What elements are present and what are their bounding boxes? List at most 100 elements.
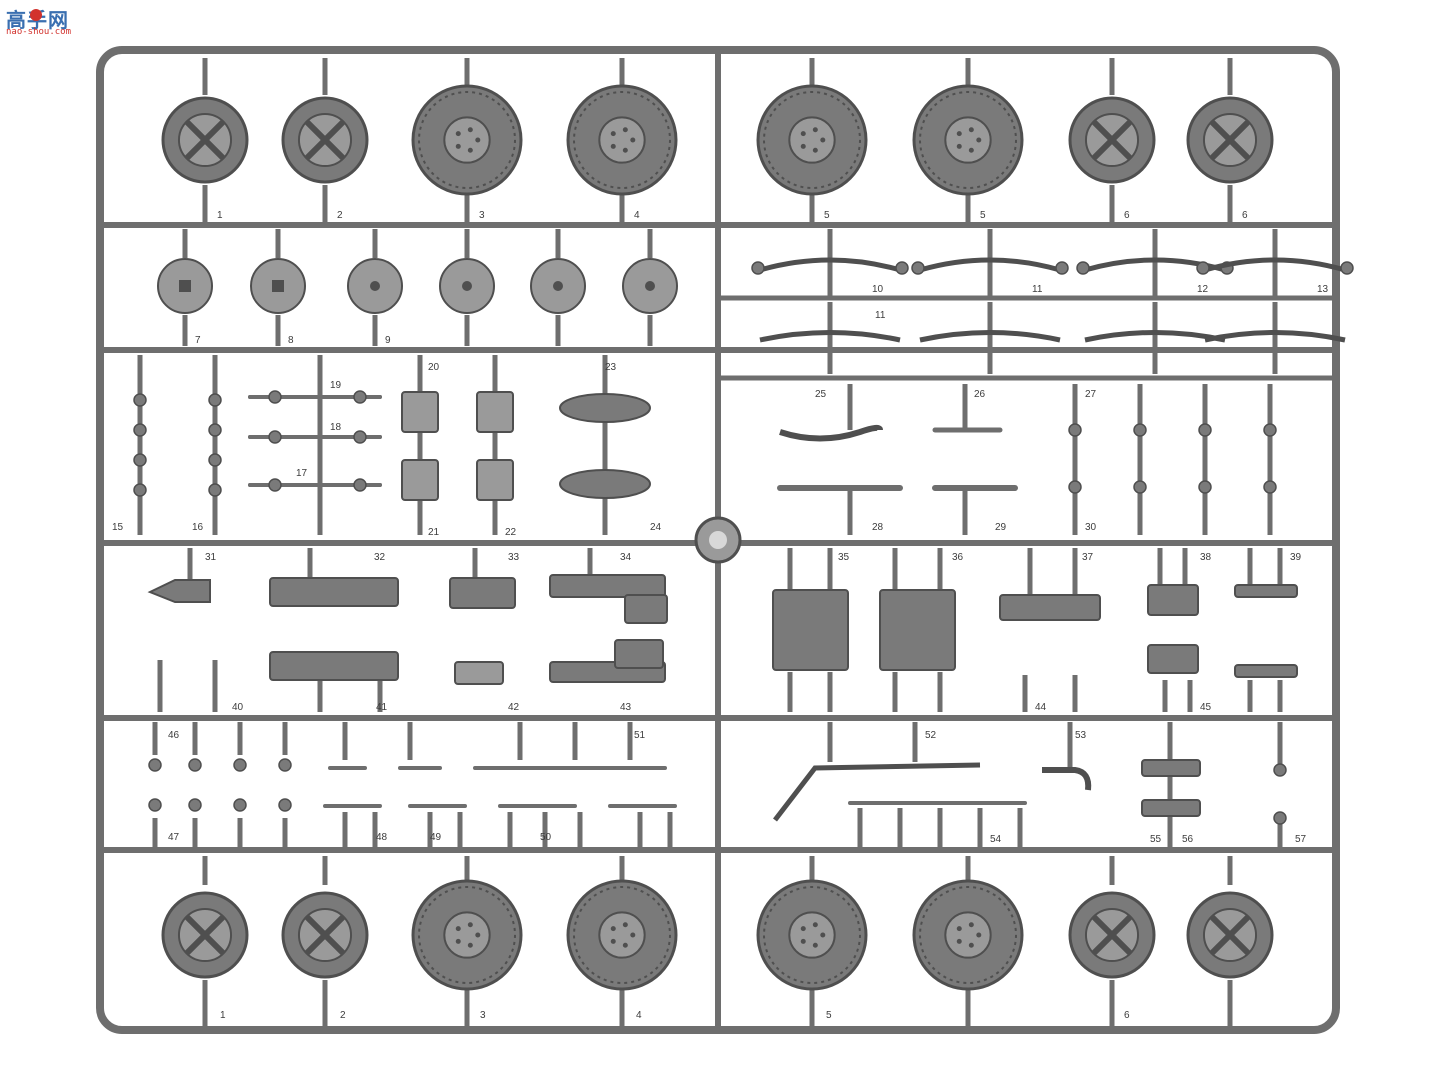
part-number-label: 6 [1242,210,1248,221]
part-number-label: 28 [872,522,884,533]
rim-spoke [1208,913,1252,957]
lug-nut [610,143,616,149]
small-part [188,798,202,812]
small-part [1273,811,1287,825]
lug-nut [956,926,962,932]
part-number-label: 50 [540,832,552,843]
tire-hub [944,116,992,164]
lug-nut [956,938,962,944]
small-part [208,423,222,437]
lug-nut [812,147,818,153]
part-number-label: 57 [1295,834,1307,845]
small-part [148,758,162,772]
part-block [614,639,664,669]
part-block [999,594,1101,621]
part-number-label: 23 [605,362,617,373]
part-number-label: 25 [815,389,827,400]
outer-runner [96,46,1340,1034]
part-number-label: 20 [428,362,440,373]
part-block [1147,644,1199,674]
watermark-logo: 高手网 nao-shou.com [4,4,76,40]
part-number-label: 42 [508,702,520,713]
lug-nut [455,143,461,149]
rim-spoke [303,118,347,162]
small-part [353,478,367,492]
small-part [353,430,367,444]
part-number-label: 4 [636,1010,642,1021]
lug-nut [475,932,481,938]
part-number-label: 6 [1124,210,1130,221]
rim-spoke [1090,118,1134,162]
part-number-label: 5 [980,210,986,221]
part-block [549,574,666,598]
part-number-label: 19 [330,380,342,391]
part-block [1234,584,1298,598]
rim-spoke [183,913,227,957]
lug-nut [956,143,962,149]
part-block [449,577,516,609]
part-block [1141,759,1201,777]
lug-nut [622,147,628,153]
lug-nut [820,137,826,143]
part-number-label: 13 [1317,284,1329,295]
part-number-label: 11 [875,310,886,321]
hub-hole [645,281,655,291]
lug-nut [467,147,473,153]
lug-nut [630,932,636,938]
tire-tread [418,91,516,189]
lug-nut [800,938,806,944]
lug-nut [968,127,974,133]
lug-nut [812,942,818,948]
part-number-label: 43 [620,702,632,713]
tire-hub [443,911,491,959]
small-part [133,393,147,407]
part-number-label: 54 [990,834,1002,845]
rim-spoke [183,118,227,162]
part-number-label: 44 [1035,702,1047,713]
hub-square [272,280,284,292]
small-part [233,798,247,812]
tire-hub [598,911,646,959]
small-part [133,423,147,437]
leaf-spring [919,257,1061,273]
part-number-label: 6 [1124,1010,1130,1021]
part-number-label: 38 [1200,552,1212,563]
tire-tread [763,886,861,984]
small-part [1133,423,1147,437]
part-number-label: 5 [824,210,830,221]
tire-hub [443,116,491,164]
part-block [1141,799,1201,817]
bent-rod [773,762,981,822]
lug-nut [467,127,473,133]
part-number-label: 3 [479,210,485,221]
tire-tread [573,886,671,984]
leaf-spring [1204,257,1346,273]
hub-square [179,280,191,292]
axle-housing [559,469,651,499]
part-number-label: 12 [1197,284,1209,295]
part-block [476,459,514,501]
hub-hole [462,281,472,291]
sprue-center-pin [709,531,727,549]
part-number-label: 55 [1150,834,1162,845]
small-part [268,390,282,404]
part-number-label: 9 [385,335,391,346]
tire-tread [573,91,671,189]
part-number-label: 48 [376,832,388,843]
small-part [1198,480,1212,494]
lug-nut [968,942,974,948]
part-number-label: 3 [480,1010,486,1021]
part-number-label: 10 [872,284,884,295]
part-number-label: 35 [838,552,850,563]
lug-nut [812,922,818,928]
lug-nut [610,131,616,137]
part-number-label: 47 [168,832,180,843]
part-number-label: 22 [505,527,517,538]
part-number-label: 30 [1085,522,1097,533]
tire-hub [788,116,836,164]
hub-hole [553,281,563,291]
shell-part [147,579,211,603]
lug-nut [800,143,806,149]
lug-nut [812,127,818,133]
lug-nut [622,127,628,133]
